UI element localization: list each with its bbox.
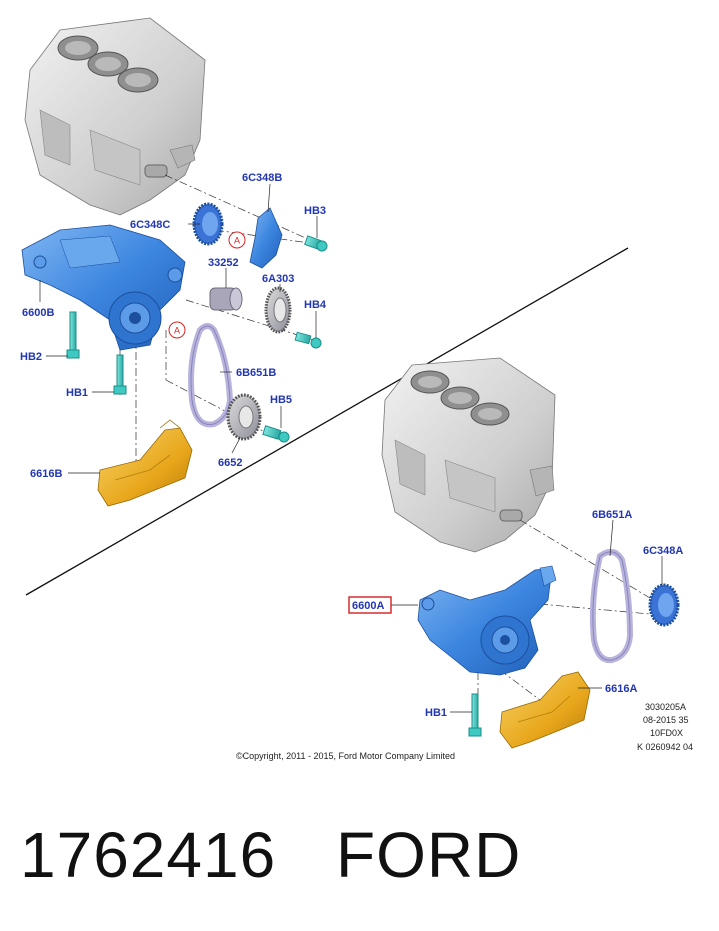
bolt-HB3 <box>304 235 328 252</box>
highlight-box-6600A <box>348 596 392 614</box>
shield-6616B <box>97 419 193 507</box>
label-6616B: 6616B <box>30 468 62 480</box>
svg-text:A: A <box>234 236 240 246</box>
bolt-HB1-lower <box>468 693 482 737</box>
bushing-33252 <box>209 287 243 311</box>
label-6600B: 6600B <box>22 307 54 319</box>
label-6C348C: 6C348C <box>130 219 170 231</box>
bracket-6C348B <box>249 207 283 269</box>
oil-pump-6600B <box>21 224 186 351</box>
ref-code-1: 3030205A <box>645 702 686 712</box>
ref-code-2: 08-2015 35 <box>643 715 689 725</box>
svg-text:A: A <box>174 326 180 336</box>
reference-circle-a-1: A <box>228 231 246 249</box>
label-6C348B: 6C348B <box>242 172 282 184</box>
label-HB5: HB5 <box>270 394 292 406</box>
ref-code-4: K 0260942 04 <box>637 742 693 752</box>
label-HB2: HB2 <box>20 351 42 363</box>
section-divider <box>25 247 629 596</box>
leader-lines-lower <box>391 519 663 713</box>
reference-circle-a-2: A <box>168 321 186 339</box>
label-6B651B: 6B651B <box>236 367 276 379</box>
belt-6B651A <box>589 548 634 664</box>
label-HB1-lower: HB1 <box>425 707 447 719</box>
ref-code-3: 10FD0X <box>650 728 683 738</box>
parts-diagram: A A 6C348B 6C348C HB3 33252 6A303 6600B … <box>20 17 693 761</box>
engine-block-upper <box>24 17 206 216</box>
oil-pump-6600A <box>417 565 557 676</box>
label-6B651A: 6B651A <box>592 509 632 521</box>
bolt-HB1-upper <box>113 354 127 395</box>
label-6A303: 6A303 <box>262 273 294 285</box>
belt-6B651B <box>188 323 234 428</box>
leader-lines-upper <box>39 183 318 474</box>
gear-6A303 <box>264 286 292 334</box>
label-6652: 6652 <box>218 457 242 469</box>
label-HB4: HB4 <box>304 299 327 311</box>
label-HB3: HB3 <box>304 205 326 217</box>
bolt-HB5 <box>262 425 290 443</box>
label-33252: 33252 <box>208 257 239 269</box>
bolt-HB2 <box>66 311 80 359</box>
sprocket-6C348A <box>648 583 680 627</box>
label-6616A: 6616A <box>605 683 637 695</box>
bolt-HB4 <box>294 331 322 349</box>
copyright-text: ©Copyright, 2011 - 2015, Ford Motor Comp… <box>236 751 455 761</box>
label-HB1-upper: HB1 <box>66 387 88 399</box>
engine-block-lower <box>381 357 556 553</box>
shield-6616A <box>499 671 591 749</box>
gear-6652 <box>226 393 262 441</box>
brand-name: FORD <box>336 819 522 891</box>
sprocket-6C348C <box>192 202 224 246</box>
label-6C348A: 6C348A <box>643 545 683 557</box>
label-6600A[interactable]: 6600A <box>352 600 384 612</box>
part-number: 1762416 <box>20 819 277 891</box>
